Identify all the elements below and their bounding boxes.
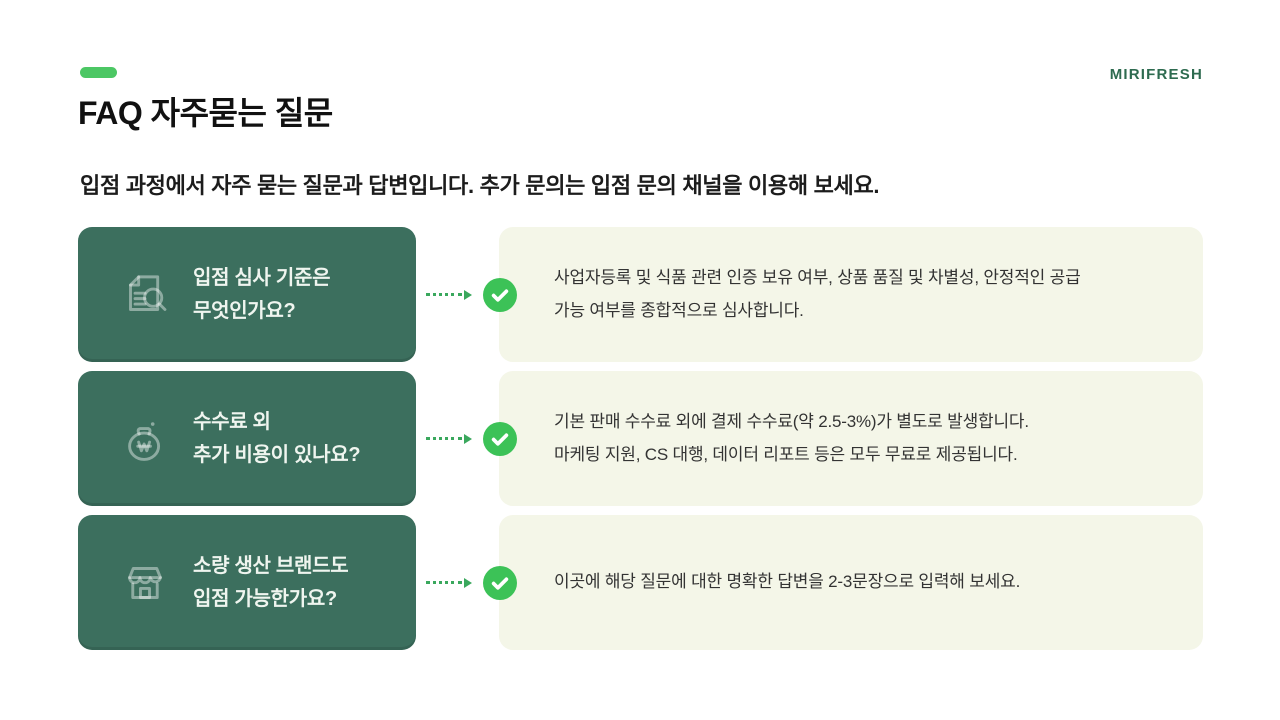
question-card-1: 입점 심사 기준은 무엇인가요?: [78, 227, 416, 362]
answer-card-1: 사업자등록 및 식품 관련 인증 보유 여부, 상품 품질 및 차별성, 안정적…: [483, 227, 1203, 362]
faq-row-2: 수수료 외 추가 비용이 있나요? 기본 판매 수수료 외에 결제 수수료(약 …: [78, 371, 1203, 506]
connector-3: [416, 515, 499, 650]
question-card-3: 소량 생산 브랜드도 입점 가능한가요?: [78, 515, 416, 650]
brand-logo: MIRIFRESH: [1109, 66, 1203, 83]
dotted-arrow-line: [426, 437, 462, 440]
answer-text: 이곳에 해당 질문에 대한 명확한 답변을 2-3문장으로 입력해 보세요.: [554, 572, 1021, 592]
arrow-head-icon: [464, 289, 472, 300]
dotted-arrow-line: [426, 293, 462, 296]
faq-list: 입점 심사 기준은 무엇인가요? 사업자등록 및 식품 관련 인증 보유 여부,…: [78, 227, 1203, 659]
faq-row-3: 소량 생산 브랜드도 입점 가능한가요? 이곳에 해당 질문에 대한 명확한 답…: [78, 515, 1203, 650]
page-title: FAQ 자주묻는 질문: [78, 95, 333, 131]
arrow-head-icon: [464, 433, 472, 444]
check-circle-icon: [483, 277, 517, 312]
faq-row-1: 입점 심사 기준은 무엇인가요? 사업자등록 및 식품 관련 인증 보유 여부,…: [78, 227, 1203, 362]
answer-card-3: 이곳에 해당 질문에 대한 명확한 답변을 2-3문장으로 입력해 보세요.: [483, 515, 1203, 650]
accent-pill: [80, 67, 117, 78]
storefront-icon: [116, 554, 174, 612]
answer-text: 기본 판매 수수료 외에 결제 수수료(약 2.5-3%)가 별도로 발생합니다…: [554, 412, 1029, 464]
document-search-icon: [116, 266, 174, 324]
question-text: 입점 심사 기준은 무엇인가요?: [193, 267, 331, 322]
dotted-arrow-line: [426, 581, 462, 584]
answer-text: 사업자등록 및 식품 관련 인증 보유 여부, 상품 품질 및 차별성, 안정적…: [554, 268, 1081, 320]
money-bag-won-icon: [116, 410, 174, 468]
arrow-head-icon: [464, 577, 472, 588]
question-card-2: 수수료 외 추가 비용이 있나요?: [78, 371, 416, 506]
check-circle-icon: [483, 421, 517, 456]
question-text: 소량 생산 브랜드도 입점 가능한가요?: [193, 555, 349, 610]
answer-card-2: 기본 판매 수수료 외에 결제 수수료(약 2.5-3%)가 별도로 발생합니다…: [483, 371, 1203, 506]
connector-2: [416, 371, 499, 506]
check-circle-icon: [483, 565, 517, 600]
page-subtitle: 입점 과정에서 자주 묻는 질문과 답변입니다. 추가 문의는 입점 문의 채널…: [80, 173, 880, 198]
connector-1: [416, 227, 499, 362]
question-text: 수수료 외 추가 비용이 있나요?: [193, 411, 361, 466]
